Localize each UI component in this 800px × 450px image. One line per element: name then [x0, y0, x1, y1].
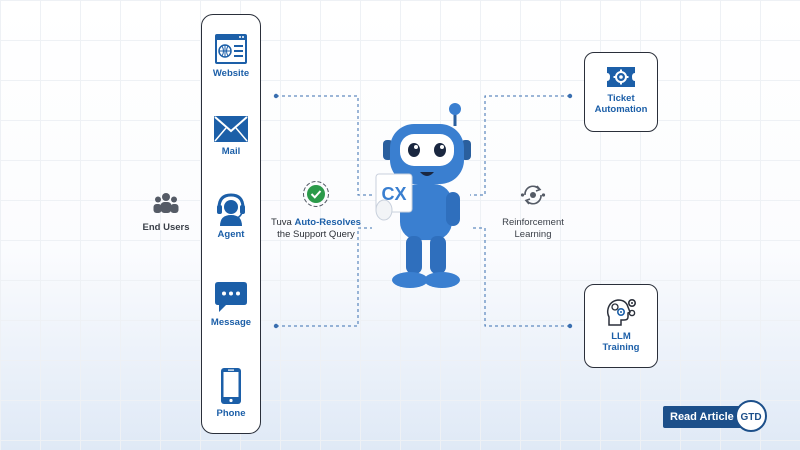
channel-label: Message — [210, 317, 252, 328]
channel-message: Message — [202, 280, 260, 328]
robot-badge: CX — [381, 184, 406, 204]
message-icon — [215, 282, 247, 312]
auto-resolve-text: Tuva Auto-Resolves the Support Query — [271, 217, 361, 241]
reinforcement-learning-block: Reinforcement Learning — [488, 182, 578, 242]
phone-icon — [221, 368, 241, 404]
agent-icon — [217, 193, 245, 226]
end-users-label: End Users — [142, 222, 190, 233]
cycle-arrows-icon — [520, 185, 546, 205]
channel-label: Mail — [221, 146, 241, 157]
check-badge-icon — [303, 181, 329, 207]
end-users: End Users — [136, 192, 196, 233]
robot-mascot: CX — [375, 103, 471, 288]
auto-resolve-block: Tuva Auto-Resolves the Support Query — [262, 180, 370, 242]
reinforcement-learning-text: Reinforcement Learning — [502, 217, 564, 241]
channel-label: Website — [212, 68, 250, 79]
channel-label: Agent — [217, 229, 245, 240]
mail-icon — [214, 116, 248, 142]
website-icon — [215, 34, 247, 64]
channel-mail: Mail — [202, 115, 260, 157]
users-icon — [153, 193, 179, 213]
read-article-button[interactable]: Read Article — [663, 406, 746, 428]
channel-agent: Agent — [202, 192, 260, 240]
channel-website: Website — [202, 33, 260, 79]
brain-gear-icon — [606, 298, 636, 326]
channel-panel: Website Mail Agent Message — [201, 14, 261, 434]
brand-logo[interactable]: GTD — [735, 400, 767, 432]
channel-phone: Phone — [202, 367, 260, 419]
channel-label: Phone — [216, 408, 246, 419]
ticket-gear-icon — [607, 67, 635, 87]
